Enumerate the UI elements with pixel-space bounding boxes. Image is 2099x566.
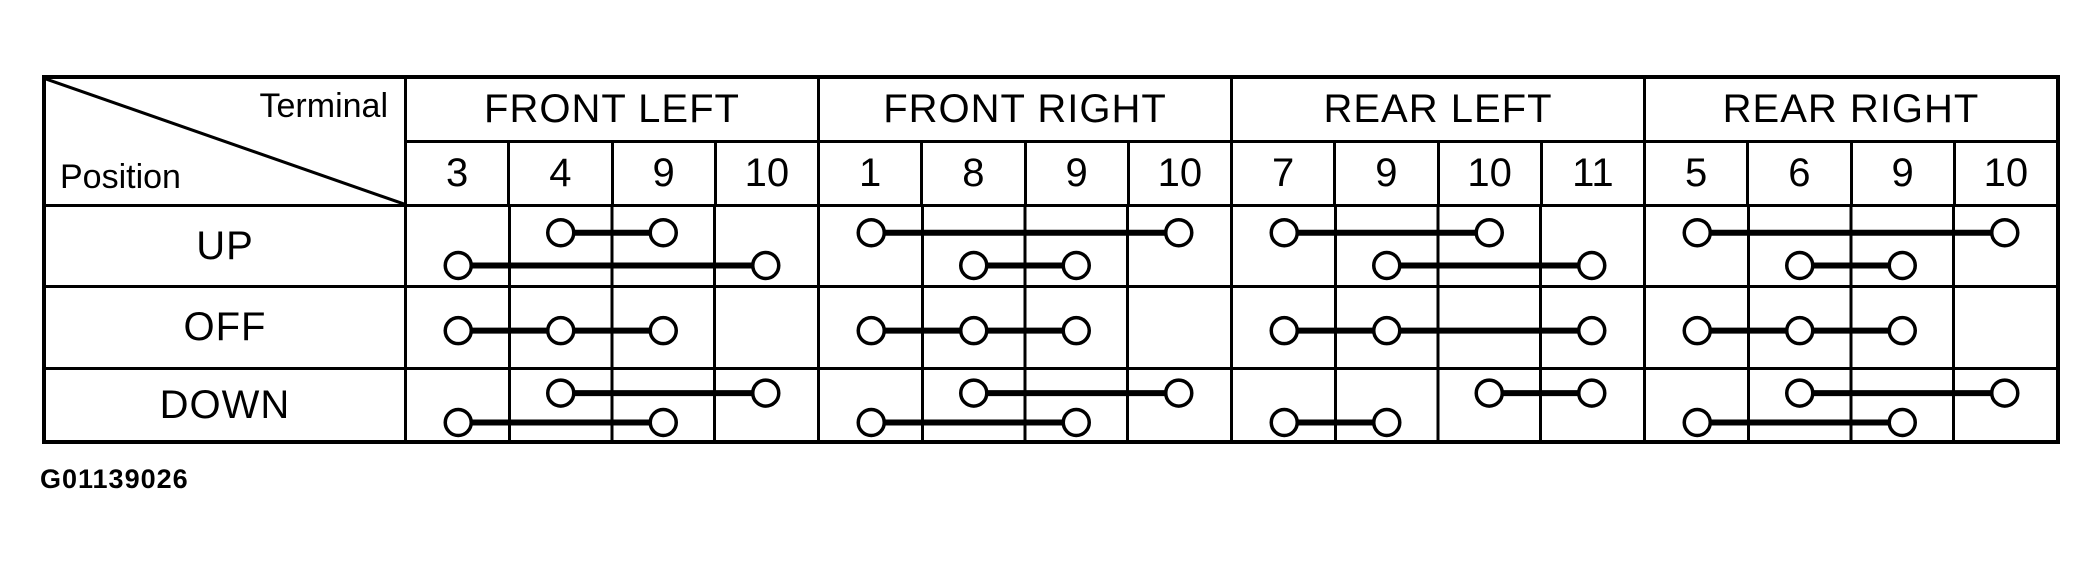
position-axis-label: Position <box>60 158 181 196</box>
terminal-circle <box>546 315 576 346</box>
continuity-diagram <box>856 288 1129 367</box>
terminal-circle <box>1682 315 1712 346</box>
terminal-circle <box>856 315 886 346</box>
figure-id: G01139026 <box>40 464 189 494</box>
continuity-diagram <box>856 207 1194 285</box>
terminal-label-front-right-10: 10 <box>1126 140 1230 204</box>
group-header-rear-left: REAR LEFT <box>1230 79 1643 140</box>
terminal-label-front-left-10: 10 <box>713 140 817 204</box>
terminal-circle <box>1269 217 1299 248</box>
terminal-axis-label: Terminal <box>259 87 388 125</box>
terminal-circle <box>959 378 989 408</box>
terminal-label-rear-right-6: 6 <box>1746 140 1850 204</box>
terminal-circle <box>751 378 781 408</box>
terminal-circle <box>1269 315 1299 346</box>
terminal-circle <box>1682 217 1712 248</box>
terminal-circle <box>546 217 576 248</box>
terminal-circle <box>648 315 678 346</box>
group-header-front-left: FRONT LEFT <box>404 79 817 140</box>
continuity-diagram <box>1682 370 2020 440</box>
terminal-label-front-right-8: 8 <box>920 140 1024 204</box>
terminal-circle <box>1372 250 1402 281</box>
terminal-label-front-right-1: 1 <box>817 140 921 204</box>
continuity-diagram <box>1682 288 1955 367</box>
terminal-circle <box>443 315 473 346</box>
terminal-label-rear-left-7: 7 <box>1230 140 1334 204</box>
continuity-diagram <box>1269 288 1607 367</box>
terminal-circle <box>1372 315 1402 346</box>
continuity-diagram <box>856 370 1194 440</box>
corner-cell: Terminal Position <box>46 79 404 204</box>
terminal-circle <box>1269 407 1299 438</box>
terminal-circle <box>1577 250 1607 281</box>
continuity-diagram <box>1269 370 1607 440</box>
terminal-circle <box>648 217 678 248</box>
group-header-front-right: FRONT RIGHT <box>817 79 1230 140</box>
terminal-circle <box>1164 217 1194 248</box>
terminal-label-front-left-9: 9 <box>610 140 714 204</box>
terminal-label-front-left-4: 4 <box>507 140 611 204</box>
terminal-label-rear-right-9: 9 <box>1849 140 1953 204</box>
terminal-label-rear-left-9: 9 <box>1333 140 1437 204</box>
continuity-diagram <box>1682 207 2020 285</box>
terminal-circle <box>1990 217 2020 248</box>
position-label-off: OFF <box>46 285 404 367</box>
continuity-cell-rear-right-up <box>1643 204 2056 285</box>
continuity-diagram <box>1269 207 1607 285</box>
terminal-label-front-right-9: 9 <box>1023 140 1127 204</box>
terminal-circle <box>1785 315 1815 346</box>
terminal-circle <box>1990 378 2020 408</box>
terminal-circle <box>1474 378 1504 408</box>
terminal-circle <box>1785 250 1815 281</box>
continuity-diagram <box>443 207 781 285</box>
position-label-down: DOWN <box>46 367 404 440</box>
terminal-circle <box>1061 407 1091 438</box>
continuity-diagram <box>443 288 716 367</box>
terminal-circle <box>856 217 886 248</box>
terminal-circle <box>443 407 473 438</box>
continuity-diagram <box>443 370 781 440</box>
terminal-circle <box>1887 250 1917 281</box>
terminal-label-rear-right-10: 10 <box>1952 140 2056 204</box>
terminal-label-rear-left-10: 10 <box>1436 140 1540 204</box>
continuity-cell-front-left-off <box>404 285 817 367</box>
continuity-cell-rear-left-down <box>1230 367 1643 440</box>
continuity-cell-front-right-up <box>817 204 1230 285</box>
terminal-circle <box>1887 315 1917 346</box>
terminal-circle <box>648 407 678 438</box>
terminal-circle <box>1061 315 1091 346</box>
continuity-cell-rear-right-down <box>1643 367 2056 440</box>
continuity-cell-rear-right-off <box>1643 285 2056 367</box>
continuity-cell-front-right-off <box>817 285 1230 367</box>
terminal-circle <box>546 378 576 408</box>
continuity-cell-front-right-down <box>817 367 1230 440</box>
terminal-circle <box>856 407 886 438</box>
diagonal-divider <box>46 79 404 204</box>
terminal-circle <box>1682 407 1712 438</box>
group-header-rear-right: REAR RIGHT <box>1643 79 2056 140</box>
terminal-circle <box>1061 250 1091 281</box>
terminal-circle <box>1372 407 1402 438</box>
terminal-circle <box>1785 378 1815 408</box>
terminal-circle <box>1577 315 1607 346</box>
position-label-up: UP <box>46 204 404 285</box>
terminal-circle <box>751 250 781 281</box>
terminal-circle <box>959 315 989 346</box>
terminal-circle <box>1164 378 1194 408</box>
continuity-cell-rear-left-up <box>1230 204 1643 285</box>
continuity-cell-front-left-down <box>404 367 817 440</box>
terminal-label-rear-right-5: 5 <box>1643 140 1747 204</box>
terminal-circle <box>443 250 473 281</box>
continuity-cell-rear-left-off <box>1230 285 1643 367</box>
terminal-label-front-left-3: 3 <box>404 140 508 204</box>
terminal-label-rear-left-11: 11 <box>1539 140 1643 204</box>
terminal-circle <box>959 250 989 281</box>
terminal-circle <box>1887 407 1917 438</box>
terminal-circle <box>1474 217 1504 248</box>
terminal-circle <box>1577 378 1607 408</box>
continuity-cell-front-left-up <box>404 204 817 285</box>
